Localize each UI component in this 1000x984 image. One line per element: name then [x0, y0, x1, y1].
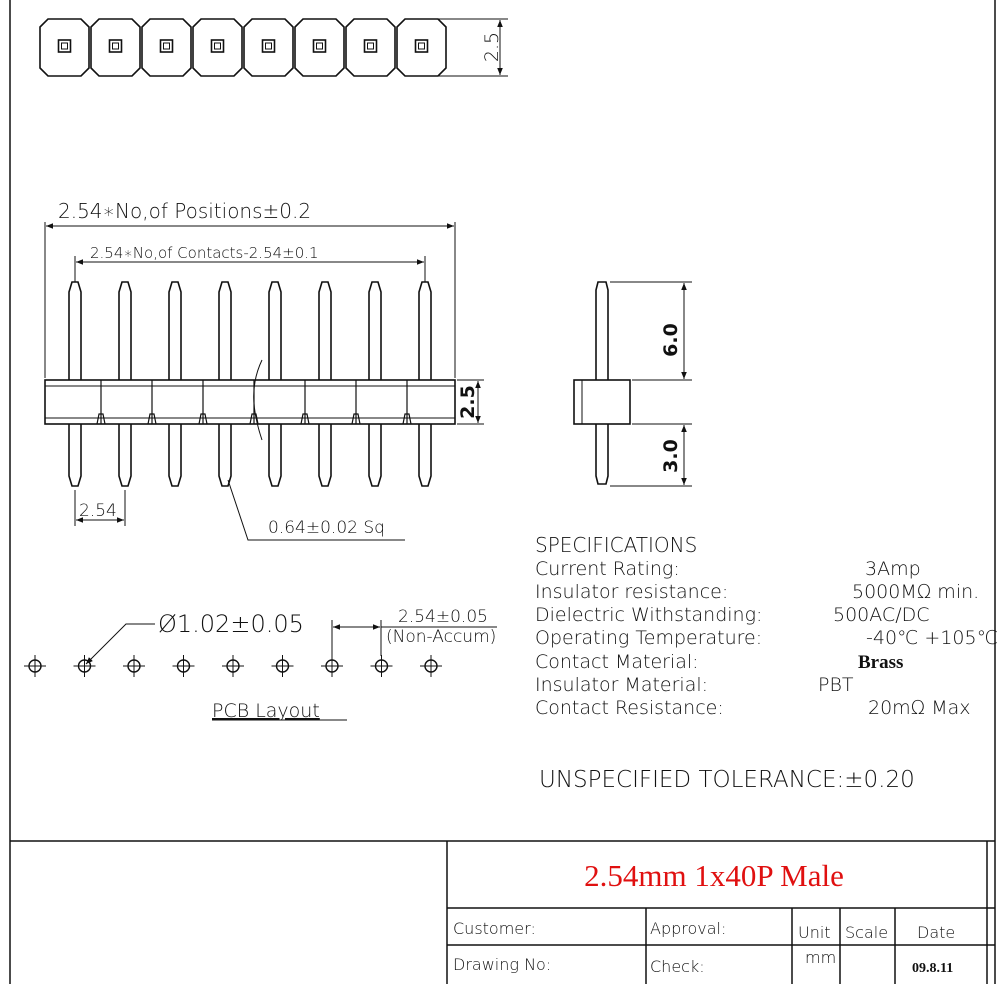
top-pin-core: [163, 42, 170, 50]
drawing-title: 2.54mm 1x40P Male: [584, 858, 844, 893]
spec-heading: SPECIFICATIONS: [535, 533, 697, 557]
top-cell: [345, 18, 396, 77]
pcb-pitch-dim: 2.54±0.05: [398, 607, 488, 627]
top-height-dim: 2.5: [481, 32, 503, 62]
specifications: SPECIFICATIONS Current Rating: 3Amp Insu…: [535, 533, 998, 719]
spec-insulator-res-label: Insulator resistance:: [535, 581, 728, 603]
top-cell: [243, 18, 294, 77]
tolerance-note: UNSPECIFIED TOLERANCE:±0.20: [539, 767, 915, 793]
spec-contact-material-label: Contact Material:: [535, 651, 699, 673]
scale-label: Scale: [845, 923, 888, 942]
top-cell: [90, 18, 141, 77]
spec-insulator-res-value: 5000MΩ min.: [852, 581, 979, 603]
unit-label: Unit: [798, 923, 831, 942]
pcb-layout: Ø1.02±0.05 2.54±0.05 (Non-Accum) PCB Lay…: [24, 607, 497, 722]
top-pin-core: [214, 42, 221, 50]
top-pin-core: [265, 42, 272, 50]
housing-notch: [402, 413, 412, 425]
top-pin-pad: [159, 39, 174, 53]
upper-pin: [68, 281, 82, 380]
top-pin-pad: [363, 39, 378, 53]
front-view: 2.54∗No,of Positions±0.2 2.54∗No,of Cont…: [44, 199, 484, 541]
date-value: 09.8.11: [912, 961, 953, 976]
spec-contact-material-value: Brass: [858, 652, 903, 673]
lower-pin: [268, 424, 282, 487]
housing-notch: [249, 413, 259, 425]
customer-label: Customer:: [453, 919, 536, 938]
spec-insulator-material-value: PBT: [818, 674, 854, 696]
top-pin-pad: [210, 39, 225, 53]
housing-notch: [300, 413, 310, 425]
upper-pin-length-dim: 6.0: [660, 323, 682, 357]
lower-pin: [218, 424, 232, 487]
pitch-dim: 2.54: [79, 501, 117, 521]
top-cell: [294, 18, 345, 77]
top-pin-pad: [108, 39, 123, 53]
spec-current-value: 3Amp: [865, 558, 921, 580]
body-height-dim: 2.5: [457, 385, 479, 419]
upper-pin: [118, 281, 132, 380]
upper-pin: [318, 281, 332, 380]
spec-current-label: Current Rating:: [535, 558, 680, 580]
spec-temperature-value: -40℃ +105℃: [866, 627, 998, 649]
top-pin-core: [418, 42, 425, 50]
top-cell: [192, 18, 243, 77]
top-cell: [39, 18, 90, 77]
hole-diameter-dim: Ø1.02±0.05: [158, 610, 304, 638]
housing-notch: [198, 413, 208, 425]
upper-pin: [418, 281, 432, 380]
top-pin-pad: [57, 39, 72, 53]
spec-contact-res-label: Contact Resistance:: [535, 697, 724, 719]
spec-insulator-material-label: Insulator Material:: [535, 674, 708, 696]
top-pin-pad: [414, 39, 429, 53]
approval-label: Approval:: [650, 919, 726, 938]
check-label: Check:: [650, 957, 705, 976]
top-view: 2.5: [39, 18, 508, 77]
upper-pin: [268, 281, 282, 380]
upper-pin: [218, 281, 232, 380]
housing-notch: [351, 413, 361, 425]
pcb-pitch-note: (Non-Accum): [386, 627, 496, 647]
top-pin-core: [367, 42, 374, 50]
top-cell: [141, 18, 192, 77]
housing: [44, 379, 456, 425]
lower-pin: [368, 424, 382, 487]
top-pin-pad: [261, 39, 276, 53]
side-view: 6.0 3.0: [573, 281, 692, 487]
upper-pin: [168, 281, 182, 380]
spec-contact-res-value: 20mΩ Max: [868, 697, 971, 719]
lower-pin: [168, 424, 182, 487]
top-pin-core: [61, 42, 68, 50]
pin-size-note: 0.64±0.02 Sq: [268, 518, 385, 538]
drawing-no-label: Drawing No:: [453, 955, 551, 974]
lower-pin: [68, 424, 82, 487]
sheet-border: [9, 0, 996, 984]
spec-dielectric-value: 500AC/DC: [833, 604, 930, 626]
spec-dielectric-label: Dielectric Withstanding:: [535, 604, 762, 626]
top-cell: [396, 18, 447, 77]
lower-pin: [118, 424, 132, 487]
title-block: [446, 841, 995, 984]
lower-pin: [418, 424, 432, 487]
lower-pin-length-dim: 3.0: [660, 439, 682, 473]
top-pin-core: [316, 42, 323, 50]
upper-pin: [368, 281, 382, 380]
spec-temperature-label: Operating Temperature:: [535, 627, 762, 649]
pcb-layout-caption: PCB Layout: [212, 700, 320, 722]
housing-notch: [96, 413, 106, 425]
contacts-length-dim: 2.54∗No,of Contacts-2.54±0.1: [90, 244, 319, 262]
overall-length-dim: 2.54∗No,of Positions±0.2: [58, 199, 311, 223]
lower-pin: [318, 424, 332, 487]
unit-value: mm: [805, 948, 836, 967]
top-pin-core: [112, 42, 119, 50]
top-pin-pad: [312, 39, 327, 53]
date-label: Date: [917, 923, 955, 942]
housing-notch: [147, 413, 157, 425]
